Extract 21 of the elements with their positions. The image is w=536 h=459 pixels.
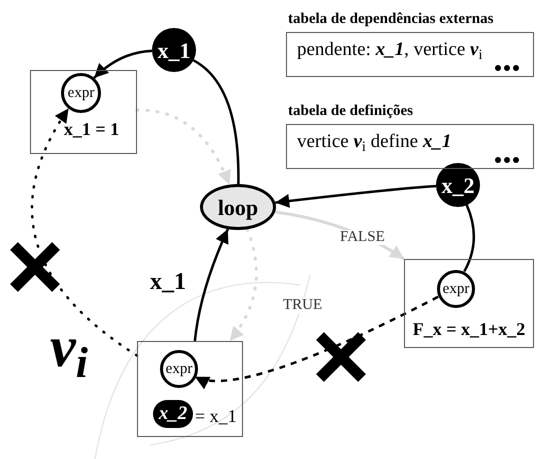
assignment-text: F_x = x_1+x_2	[412, 318, 526, 341]
assignment-text: x_1 = 1	[64, 118, 120, 141]
arrow	[275, 184, 436, 208]
edge-label: x_1	[150, 270, 186, 294]
vertex-box	[137, 341, 243, 437]
dotted-arrow	[136, 108, 231, 186]
edge-label: TRUE	[283, 298, 322, 313]
dotted-arrow	[228, 228, 258, 342]
table-entry: vertice v$_{i}$ define x_1	[297, 130, 452, 156]
arrow	[93, 50, 152, 79]
arrow	[194, 228, 229, 342]
loop-ellipse: loop	[200, 184, 276, 230]
table-heading: tabela de dependências externas	[288, 10, 494, 29]
vertex-box	[404, 259, 534, 348]
table-entry: pendente: x_1, vertice v$_{i}$	[297, 38, 482, 64]
assignment-text: = x_1	[195, 405, 237, 428]
table-heading: tabela de definições	[288, 102, 413, 121]
edge-label: FALSE	[340, 230, 385, 245]
dotted-arrow	[31, 107, 138, 357]
vertex-label: v$_{i}$	[50, 318, 88, 376]
vertex-box	[30, 70, 137, 154]
